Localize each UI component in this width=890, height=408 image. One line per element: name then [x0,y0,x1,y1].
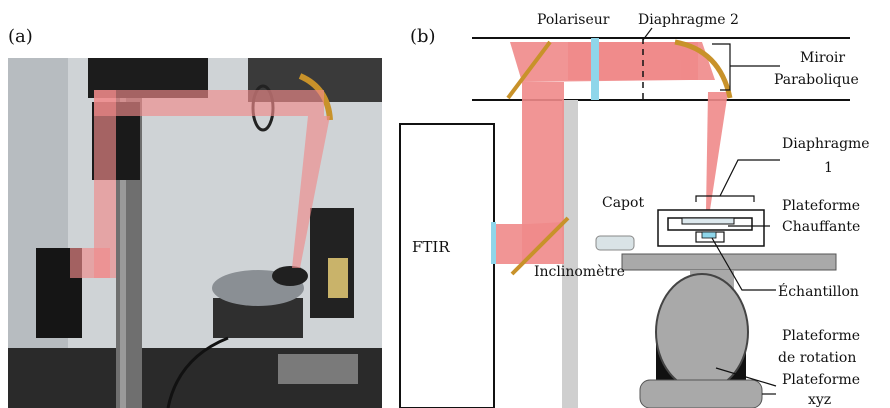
leader-echantillon [711,237,776,291]
label-xyz-line2: xyz [808,392,831,408]
label-miroir-line1: Miroir [800,50,845,66]
label-chauffante-line2: Chauffante [782,219,860,235]
label-diaphragme1-line2: 1 [824,160,833,176]
beam-path [496,42,728,264]
polarizer [591,38,599,100]
leader-rotation [715,367,777,387]
beam-top-end [680,42,715,80]
panel-label-b: (b) [410,26,436,47]
support-post [562,100,578,408]
beam-segment-vertical [94,90,116,278]
label-chauffante-line1: Plateforme [782,198,860,214]
sample-holder [272,266,308,286]
xyz-stage [278,354,358,384]
sample [701,231,717,239]
leader-miroir [712,43,731,91]
xyz-stage [639,379,763,408]
beam-overlay [70,90,330,278]
leader-diaphragme2 [642,27,653,41]
flat-mirror-bottom [510,216,570,276]
diaphragm-1 [681,217,735,225]
schematic-diagram: FTIR [399,12,870,408]
label-miroir-line2: Parabolique [774,72,859,88]
leader-diaphragme1-bracket [695,195,755,202]
ftir-label: FTIR [412,238,450,256]
flat-mirror-top [506,40,552,100]
leader-diaphragme1 [719,159,780,197]
label-rotation-line2: de rotation [778,350,856,366]
label-diaphragme2: Diaphragme 2 [638,12,739,28]
leader-lines [642,27,780,395]
label-inclinometre: Inclinomètre [534,264,625,280]
cable [166,336,229,408]
ftir-box [399,123,495,408]
label-rotation-line1: Plateforme [782,328,860,344]
panel-label-a: (a) [8,26,33,47]
beam-segment-horizontal-top [94,90,324,116]
inclinometer [595,235,635,251]
parabolic-mirror [674,39,733,99]
label-xyz-line1: Plateforme [782,372,860,388]
label-echantillon: Échantillon [778,282,859,300]
beam-segment-focus [292,116,330,268]
ftir-window [491,222,496,264]
label-polariseur: Polariseur [537,12,610,28]
label-capot: Capot [602,195,644,211]
rotation-stage [655,273,749,391]
beam-focus [706,92,728,210]
beam-vertical [522,82,564,262]
setup-photo [8,58,382,408]
label-diaphragme1-line1: Diaphragme [782,136,870,152]
